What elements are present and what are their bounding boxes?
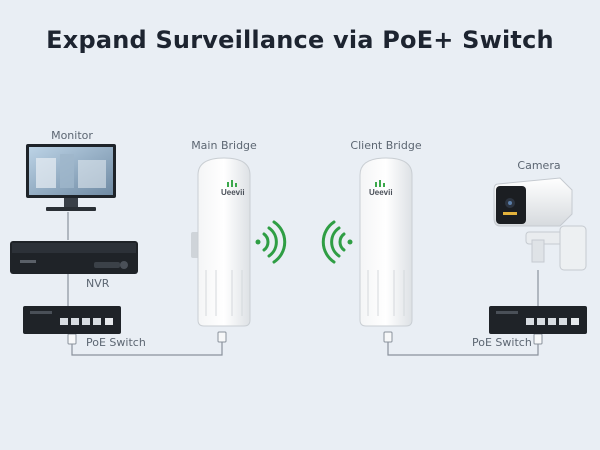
nvr-label: NVR [86, 277, 110, 290]
connector-icon [67, 333, 77, 345]
nvr-icon [10, 241, 138, 274]
wifi-signal-left-icon [321, 220, 353, 264]
poe-switch-left-icon [23, 306, 121, 334]
client-bridge-brand: Ueevii [369, 188, 393, 197]
monitor-icon [26, 144, 116, 211]
connector-icon [383, 331, 393, 343]
connector-icon [533, 333, 543, 345]
connector-icons [67, 331, 543, 345]
main-bridge-icon [191, 157, 251, 327]
page-title: Expand Surveillance via PoE+ Switch [46, 26, 554, 54]
camera-icon [493, 177, 587, 271]
client-bridge-icon [359, 157, 413, 327]
poe-switch-right-label: PoE Switch [472, 336, 532, 349]
poe-switch-right-icon [489, 306, 587, 334]
connector-icon [217, 331, 227, 343]
brand-leaf-icon [375, 180, 385, 187]
main-bridge-brand: Ueevii [221, 188, 245, 197]
cable-lines [67, 212, 539, 356]
poe-switch-left-label: PoE Switch [86, 336, 146, 349]
main-bridge-label: Main Bridge [191, 139, 257, 152]
camera-label: Camera [517, 159, 561, 172]
client-bridge-label: Client Bridge [350, 139, 422, 152]
wifi-signal-right-icon [255, 220, 287, 264]
brand-leaf-icon [227, 180, 237, 187]
monitor-label: Monitor [51, 129, 93, 142]
